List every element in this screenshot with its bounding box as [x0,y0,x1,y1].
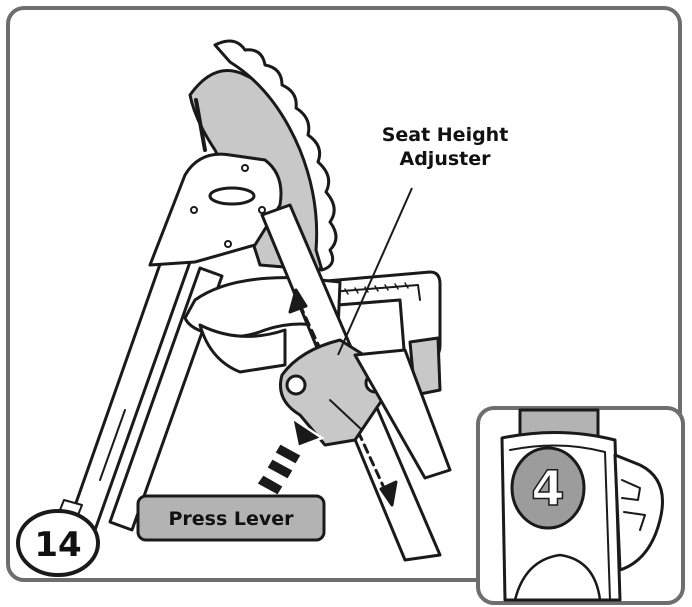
rear-leg-detail [99,409,126,481]
inset-lever [613,453,664,572]
arrow-head-up [288,288,308,314]
position-number: 4 [531,461,564,517]
adjuster-lever-line [329,399,363,431]
inset-detail-panel: 4 [476,406,685,605]
press-lever-box [136,494,326,542]
frame-handle-slot [208,186,256,206]
seat-cushion-ruffle [213,39,338,272]
position-indicator-badge [510,446,586,530]
high-chair-illustration [57,39,452,562]
step-number-badge: 14 [16,509,100,577]
seat-back-strap [194,98,207,152]
frame-rivet-3 [224,240,232,248]
inset-lever-detail [621,479,646,531]
callout-label-line2: Adjuster [400,148,492,170]
frame-rivet-4 [241,164,249,172]
step-number: 14 [34,525,81,565]
push-arrow-icon [254,415,325,498]
arrow-head-down [379,480,398,507]
rear-support-leg [353,348,452,480]
inset-adjuster-inner [509,444,611,601]
tray-inner [329,284,421,301]
frame-rivet-2 [258,206,266,214]
rear-leg-inner [108,266,224,532]
frame-rivet-1 [190,206,198,214]
inset-lower-curve [513,553,602,602]
callout-leader-line [337,187,413,356]
callout-label-line1: Seat Height [382,124,509,146]
adjuster-knob-left [285,374,307,396]
press-lever-label: Press Lever [168,508,294,530]
seat-base [198,323,287,374]
side-frame-plate [148,152,283,267]
